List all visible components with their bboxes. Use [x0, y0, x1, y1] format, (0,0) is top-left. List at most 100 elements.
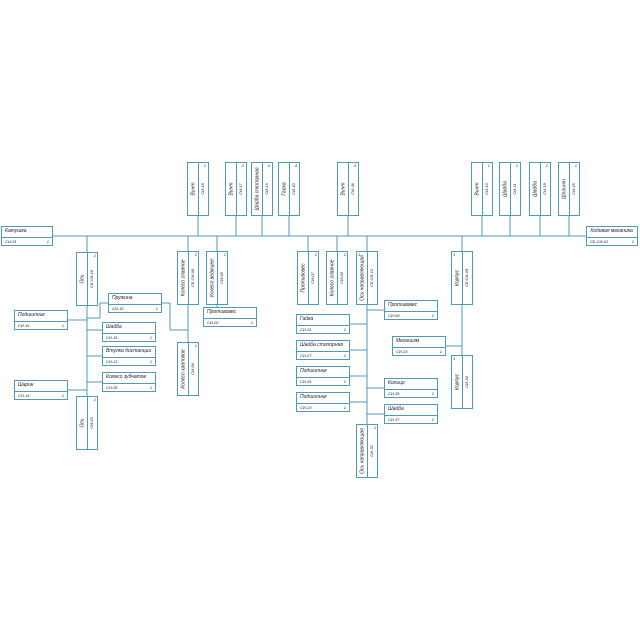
- block-code: СИ-16: [18, 323, 30, 328]
- right-block-9[interactable]: Шайба СИ-37 1: [384, 404, 438, 424]
- block-divider: [385, 389, 437, 390]
- block-name: Шайба: [502, 181, 509, 197]
- middle-block-1[interactable]: Колесо ведущее СИ-05 1: [206, 251, 228, 305]
- block-name: Механизм: [396, 338, 420, 344]
- right-block-1[interactable]: Колесо главное СИ-04 1: [326, 251, 348, 305]
- top-block-2[interactable]: Шайба стопорная СИ-15 4: [251, 162, 273, 216]
- block-code: СИ-20: [291, 183, 296, 195]
- left-block-3[interactable]: Ось СИ-03 1: [76, 396, 98, 450]
- right-end-block[interactable]: Ходовая механика СБ СИ-01 1: [586, 226, 638, 246]
- right-block-11[interactable]: Корпус СБ СИ-09 1: [451, 251, 473, 305]
- block-code: СИ-09: [388, 313, 400, 318]
- right-block-3[interactable]: Противовес СИ-09 1: [384, 300, 438, 320]
- block-divider: [540, 163, 541, 215]
- left-block-7[interactable]: Пружина СИ-15 1: [108, 293, 162, 313]
- block-qty: 1: [515, 163, 518, 168]
- block-divider: [510, 163, 511, 215]
- block-name: Катушка: [5, 228, 27, 234]
- block-code: СИ-25: [571, 183, 576, 195]
- block-name: Пружина: [112, 295, 133, 301]
- block-name: Ось направляющая: [359, 428, 366, 474]
- block-divider: [462, 356, 463, 408]
- block-code: СИ-19: [542, 183, 547, 195]
- block-qty: 1: [358, 252, 361, 257]
- right-block-5[interactable]: Шайба стопорная СИ-27 1: [296, 340, 350, 360]
- top-block-5[interactable]: Винт СИ-16 1: [471, 162, 493, 216]
- right-block-10[interactable]: Ось направляющая СИ-32 1: [356, 424, 378, 478]
- block-name: Гайка: [300, 316, 314, 322]
- block-code: СИ-15: [106, 335, 118, 340]
- right-block-7[interactable]: Подшипник СИ-23 1: [296, 392, 350, 412]
- block-name: Шайба: [106, 324, 122, 330]
- block-qty: 1: [61, 323, 64, 328]
- block-qty: 1: [545, 163, 548, 168]
- block-divider: [2, 237, 52, 238]
- right-block-12[interactable]: Механизм СИ-33 1: [392, 336, 446, 356]
- block-qty: 1: [194, 343, 197, 348]
- block-name: Винт: [228, 182, 235, 196]
- left-block-4[interactable]: Шайба СИ-15 1: [102, 322, 156, 342]
- left-block-6[interactable]: Колесо зубчатое СИ-05 1: [102, 372, 156, 392]
- middle-block-0[interactable]: Колесо главное СБ СИ-08 1: [177, 251, 199, 305]
- block-qty: 4: [353, 163, 356, 168]
- top-block-8[interactable]: Шплинт СИ-25 1: [558, 162, 580, 216]
- left-block-1[interactable]: Подшипник СИ-16 1: [14, 310, 68, 330]
- block-code: СИ-31: [300, 327, 312, 332]
- block-name: Колесо ведущее: [209, 258, 216, 298]
- block-qty: 1: [343, 405, 346, 410]
- block-code: СИ-26: [300, 379, 312, 384]
- block-divider: [103, 383, 155, 384]
- block-code: СИ-06: [190, 363, 195, 375]
- block-code: СИ-07: [310, 272, 315, 284]
- block-code: СИ-37: [388, 417, 400, 422]
- block-divider: [385, 415, 437, 416]
- block-divider: [393, 347, 445, 348]
- right-block-8[interactable]: Кольцо СИ-35 1: [384, 378, 438, 398]
- block-qty: 1: [343, 252, 346, 257]
- left-block-0[interactable]: Ось СБ СИ-10 1: [76, 252, 98, 306]
- block-qty: 4: [294, 163, 297, 168]
- block-qty: 1: [149, 335, 152, 340]
- right-block-6[interactable]: Подшипник СИ-26 1: [296, 366, 350, 386]
- top-block-6[interactable]: Шайба СИ-11 1: [499, 162, 521, 216]
- top-block-0[interactable]: Винт СИ-18 1: [187, 162, 209, 216]
- right-block-2[interactable]: Ось направляющая СБ СИ-12 1: [356, 251, 378, 305]
- block-qty: 1: [194, 252, 197, 257]
- block-qty: 1: [250, 320, 253, 325]
- top-block-3[interactable]: Гайка СИ-20 4: [278, 162, 300, 216]
- block-qty: 4: [267, 163, 270, 168]
- block-divider: [217, 252, 218, 304]
- block-qty: 1: [431, 313, 434, 318]
- block-code: СИ-35: [388, 391, 400, 396]
- block-code: СИ-05: [106, 385, 118, 390]
- right-block-13[interactable]: Корпус СИ-34 1: [451, 355, 473, 409]
- block-divider: [297, 403, 349, 404]
- root-block[interactable]: Катушка СИ-01 1: [1, 226, 53, 246]
- block-code: СИ-02: [207, 320, 219, 325]
- block-name: Подшипник: [300, 394, 327, 400]
- block-name: Гайка: [281, 182, 288, 196]
- right-block-0[interactable]: Противовес СИ-07 1: [297, 251, 319, 305]
- top-block-7[interactable]: Шайба СИ-19 1: [529, 162, 551, 216]
- top-block-1[interactable]: Винт СИ-17 2: [225, 162, 247, 216]
- block-name: Ось направляющая: [359, 255, 366, 301]
- block-name: Противовес: [388, 302, 418, 308]
- block-qty: 1: [149, 385, 152, 390]
- block-name: Шарик: [18, 382, 34, 388]
- block-code: СИ-33: [396, 349, 408, 354]
- block-divider: [188, 343, 189, 395]
- block-name: Винт: [340, 182, 347, 196]
- block-qty: 1: [93, 397, 96, 402]
- block-code: СИ-27: [300, 353, 312, 358]
- top-block-4[interactable]: Винт СИ-38 4: [337, 162, 359, 216]
- block-code: СБ СИ-08: [190, 268, 195, 288]
- block-name: Подшипник: [300, 368, 327, 374]
- middle-block-2[interactable]: Противовес СИ-02 1: [203, 307, 257, 327]
- left-block-2[interactable]: Шарик СИ-14 1: [14, 380, 68, 400]
- right-block-4[interactable]: Гайка СИ-31 1: [296, 314, 350, 334]
- left-block-5[interactable]: Втулка дистанции СИ-13 1: [102, 346, 156, 366]
- block-divider: [297, 351, 349, 352]
- middle-block-3[interactable]: Колесо храповое СИ-06 1: [177, 342, 199, 396]
- block-code: СИ-13: [106, 359, 118, 364]
